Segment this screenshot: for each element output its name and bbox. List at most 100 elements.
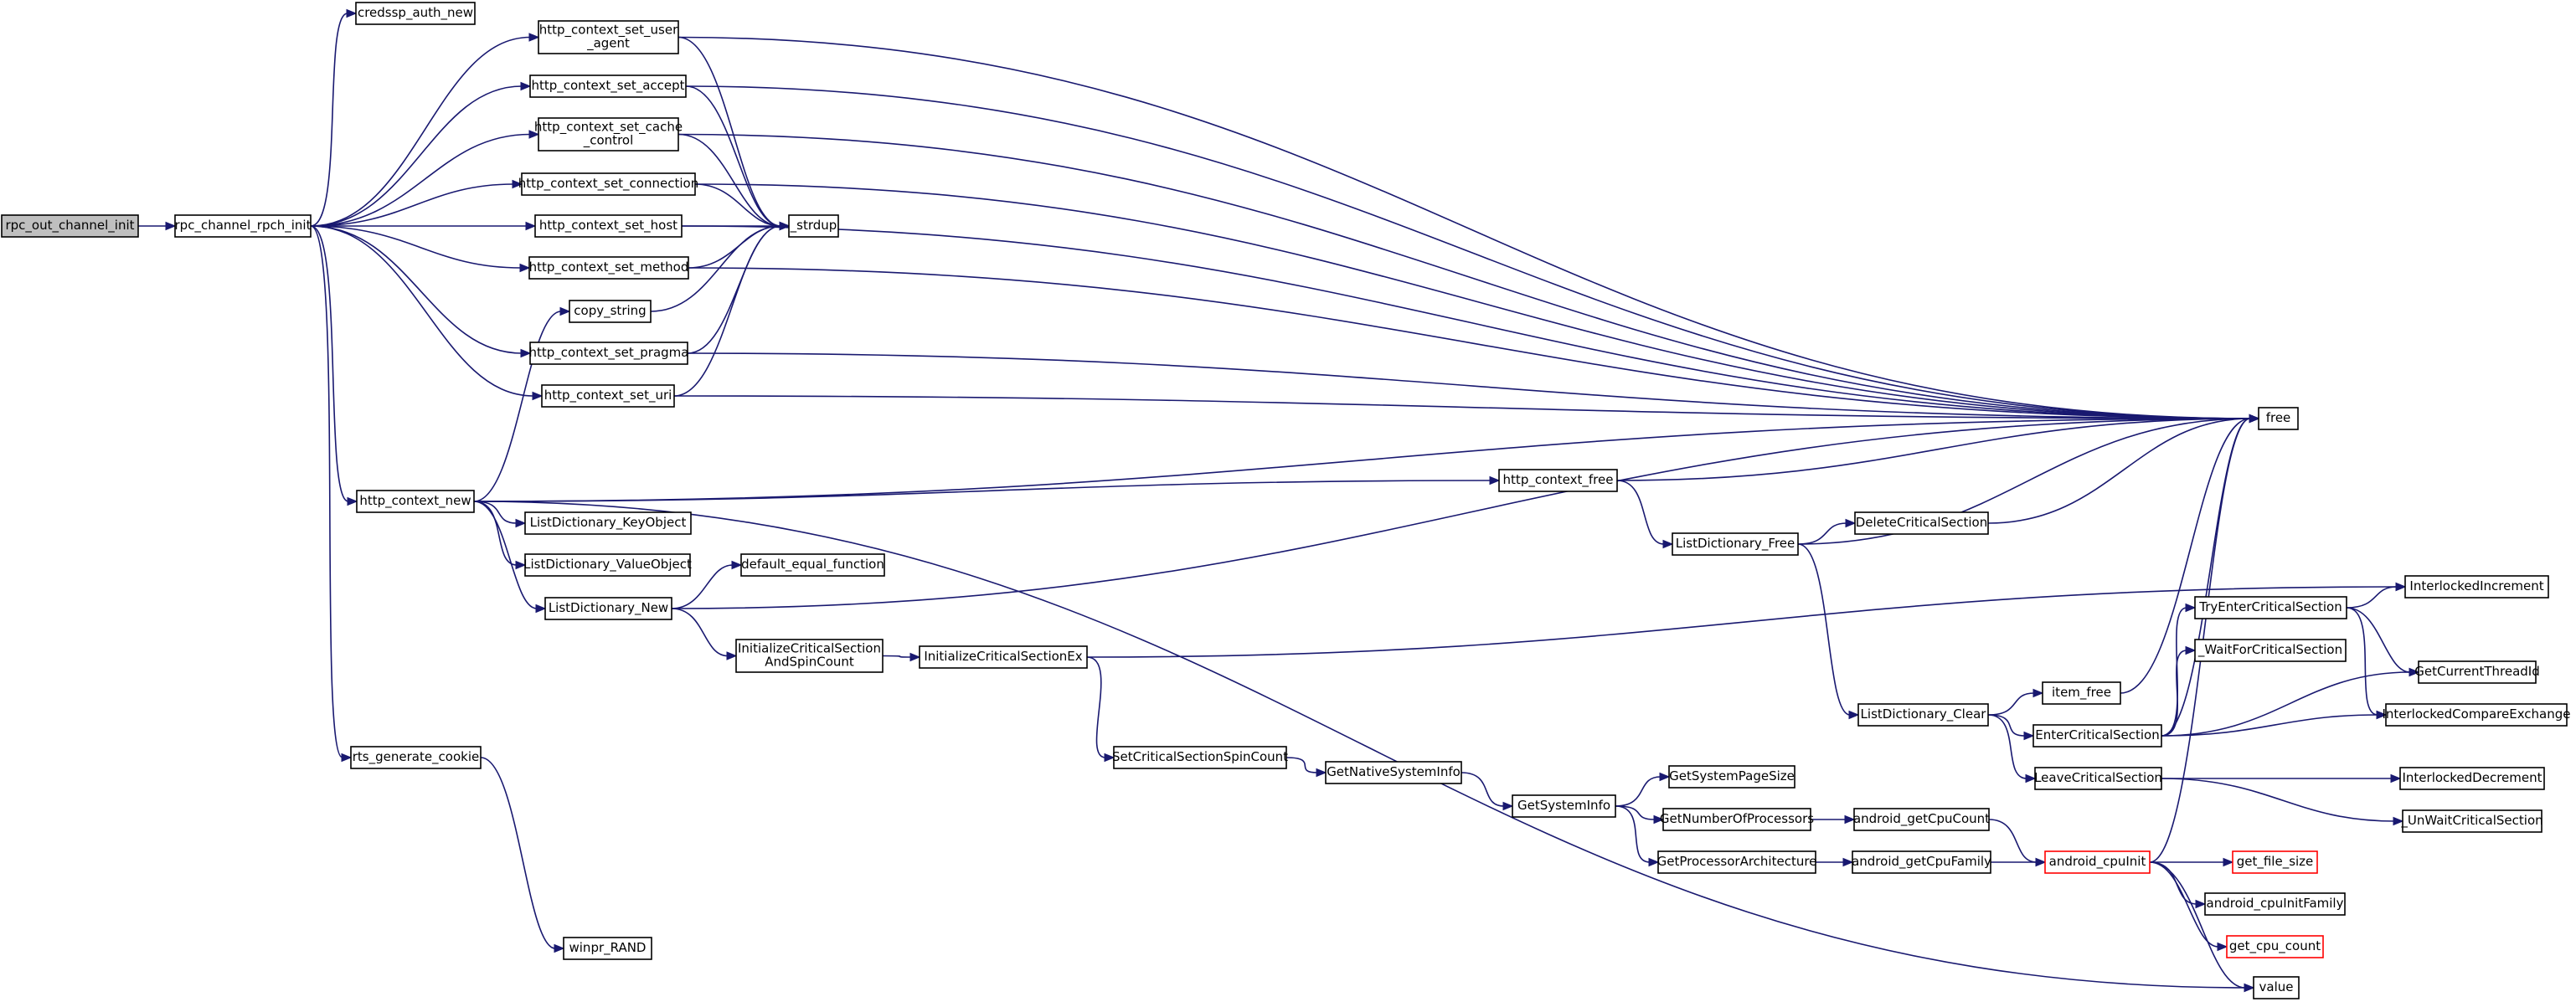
node-deletecriticalsection[interactable]: DeleteCriticalSection [1854, 511, 1989, 535]
node-default-equal-function[interactable]: default_equal_function [740, 553, 885, 577]
node-copy-string[interactable]: copy_string [569, 300, 652, 323]
node-label: EnterCriticalSection [2035, 727, 2159, 742]
edge-http-context-set-host-to-free [681, 225, 2251, 419]
node-getnumberofprocessors[interactable]: GetNumberOfProcessors [1660, 808, 1814, 831]
node-http-context-free[interactable]: http_context_free [1498, 469, 1618, 492]
edge-arrowhead [2223, 857, 2234, 867]
node-listdictionary-valueobject[interactable]: ListDictionary_ValueObject [523, 553, 692, 577]
node-get-file-size[interactable]: get_file_size [2232, 850, 2318, 874]
node-http-context-set-cache-control[interactable]: http_context_set_cache_control [534, 117, 683, 152]
edge-http-context-set-cache-control-to-strdup [677, 133, 781, 227]
node-box [524, 511, 692, 535]
node-interlockedcompareexchange[interactable]: InterlockedCompareExchange [2382, 703, 2571, 727]
node-label: SetCriticalSectionSpinCount [1112, 749, 1288, 764]
edge-entercriticalsection-to-getcurrentthreadid [2161, 671, 2411, 737]
node-label: android_cpuInitFamily [2207, 896, 2344, 912]
edge-entercriticalsection-to-interlockedcompareexchange [2161, 714, 2378, 737]
node-label: InterlockedCompareExchange [2382, 706, 2570, 722]
node-http-context-set-method[interactable]: http_context_set_method [528, 256, 689, 280]
node-winpr-rand[interactable]: winpr_RAND [563, 937, 652, 960]
node-getnativesysteminfo[interactable]: GetNativeSystemInfo [1325, 761, 1462, 784]
edge-arrowhead [1502, 801, 1514, 811]
node-strdup[interactable]: _strdup [788, 214, 839, 238]
edge-http-context-set-connection-to-strdup [694, 183, 781, 227]
node-http-context-set-user-agent[interactable]: http_context_set_user_agent [538, 20, 679, 54]
node-label: http_context_set_method [529, 259, 689, 275]
node-label: http_context_set_uri [544, 388, 672, 403]
edge-http-context-set-user-agent-to-free [677, 36, 2251, 419]
node-http-context-set-accept[interactable]: http_context_set_accept [529, 74, 687, 98]
edge-arrowhead [1662, 539, 1674, 549]
node-box [544, 597, 672, 620]
node-free[interactable]: free [2258, 407, 2299, 430]
node-label: http_context_new [359, 493, 471, 509]
edge-arrowhead [1659, 772, 1671, 782]
node-listdictionary-new[interactable]: ListDictionary_New [544, 597, 672, 620]
edge-http-context-set-connection-to-free [694, 183, 2251, 419]
edge-rpc-channel-rpch-init-to-http-context-set-cache-control [310, 133, 531, 227]
edge-http-context-set-accept-to-free [685, 85, 2251, 419]
node-initializecriticalsectionex[interactable]: InitializeCriticalSectionEx [919, 645, 1088, 669]
node-label: android_cpuInit [2049, 854, 2146, 870]
node-http-context-set-uri[interactable]: http_context_set_uri [541, 384, 675, 408]
node-value[interactable]: value [2253, 976, 2300, 999]
node-setcriticalsectionspincount[interactable]: SetCriticalSectionSpinCount [1112, 746, 1288, 769]
node-android-cpuinitfamily[interactable]: android_cpuInitFamily [2204, 892, 2346, 916]
edge-arrowhead [346, 8, 358, 18]
node-label: android_getCpuFamily [1852, 854, 1991, 870]
node-rpc-channel-rpch-init[interactable]: rpc_channel_rpch_init [174, 214, 312, 238]
node-getprocessorarchitecture[interactable]: GetProcessorArchitecture [1657, 850, 1817, 874]
node-android-getcpufamily[interactable]: android_getCpuFamily [1852, 850, 1991, 874]
node-credssp-auth-new[interactable]: credssp_auth_new [355, 2, 476, 25]
node-rpc-out-channel-init[interactable]: rpc_out_channel_init [1, 214, 139, 238]
node-box [1325, 761, 1462, 784]
node-waitforcriticalsection[interactable]: _WaitForCriticalSection [2194, 639, 2347, 662]
edge-http-context-set-cache-control-to-free [677, 133, 2251, 419]
node-leavecriticalsection[interactable]: LeaveCriticalSection [2034, 767, 2162, 790]
node-unwaitcriticalsection[interactable]: _UnWaitCriticalSection [2400, 809, 2543, 833]
edge-listdictionary-new-to-initializecriticalsectionandspincount [671, 608, 729, 657]
node-android-getcpucount[interactable]: android_getCpuCount [1853, 808, 1990, 831]
node-label: free [2266, 410, 2291, 425]
node-http-context-set-connection[interactable]: http_context_set_connection [518, 172, 698, 196]
node-item-free[interactable]: item_free [2042, 681, 2121, 705]
edge-rpc-channel-rpch-init-to-credssp-auth-new [310, 13, 348, 227]
node-box [2226, 935, 2324, 958]
node-label: ListDictionary_Clear [1861, 706, 1987, 722]
edge-copy-string-to-strdup [650, 225, 781, 312]
node-rts-generate-cookie[interactable]: rts_generate_cookie [350, 746, 482, 769]
node-box [1657, 850, 1816, 874]
node-tryentercriticalsection[interactable]: TryEnterCriticalSection [2194, 596, 2347, 619]
node-entercriticalsection[interactable]: EnterCriticalSection [2032, 724, 2162, 748]
edge-arrowhead [519, 263, 531, 273]
node-listdictionary-keyobject[interactable]: ListDictionary_KeyObject [524, 511, 692, 535]
edge-entercriticalsection-to-tryentercriticalsection [2161, 607, 2187, 737]
node-getcurrentthreadid[interactable]: GetCurrentThreadId [2414, 660, 2540, 684]
node-getsystempagesize[interactable]: GetSystemPageSize [1668, 765, 1795, 789]
node-box [1672, 532, 1799, 556]
node-get-cpu-count[interactable]: get_cpu_count [2226, 935, 2324, 958]
node-box [1662, 808, 1811, 831]
node-listdictionary-free[interactable]: ListDictionary_Free [1672, 532, 1799, 556]
node-android-cpuinit[interactable]: android_cpuInit [2044, 850, 2151, 874]
edge-arrowhead [515, 518, 527, 528]
node-http-context-set-host[interactable]: http_context_set_host [534, 214, 683, 238]
edge-rpc-channel-rpch-init-to-rts-generate-cookie [310, 225, 343, 758]
node-http-context-new[interactable]: http_context_new [356, 490, 475, 513]
node-box [541, 384, 675, 408]
edge-arrowhead [2023, 731, 2035, 741]
edge-getnativesysteminfo-to-getsysteminfo [1461, 772, 1505, 807]
edge-rpc-channel-rpch-init-to-http-context-set-accept [310, 85, 523, 227]
edge-arrowhead [2185, 645, 2197, 655]
node-listdictionary-clear[interactable]: ListDictionary_Clear [1857, 703, 1989, 727]
node-label: android_getCpuCount [1853, 811, 1990, 827]
node-label: InterlockedIncrement [2409, 578, 2543, 593]
node-http-context-set-pragma[interactable]: http_context_set_pragma [529, 342, 689, 365]
node-interlockedincrement[interactable]: InterlockedIncrement [2404, 575, 2549, 599]
node-label: GetSystemPageSize [1669, 768, 1795, 784]
edge-http-context-new-to-listdictionary-new [473, 501, 538, 609]
node-getsysteminfo[interactable]: GetSystemInfo [1512, 794, 1616, 818]
node-interlockeddecrement[interactable]: InterlockedDecrement [2399, 767, 2545, 790]
